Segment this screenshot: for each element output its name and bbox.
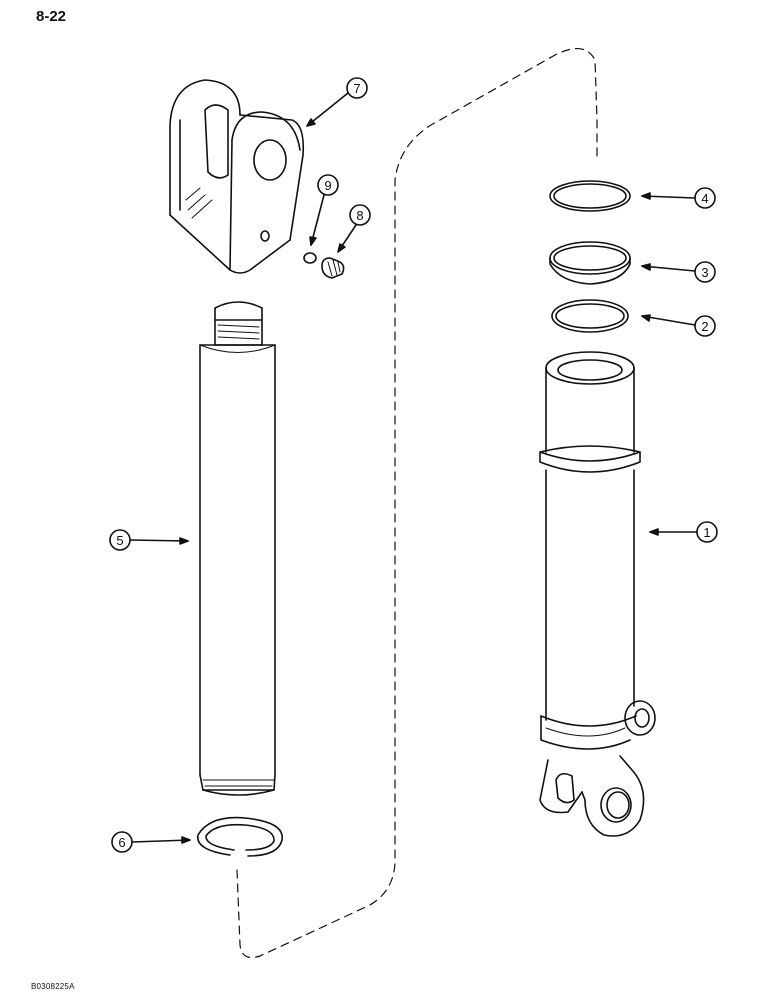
piston-rod-part	[199, 301, 276, 796]
callout-label: 3	[701, 265, 708, 280]
backup-ring-part	[549, 241, 631, 285]
o-ring-part	[549, 180, 631, 212]
callout-label: 6	[118, 835, 125, 850]
page-number: 8-22	[36, 8, 67, 25]
callout-7: 7	[306, 77, 368, 127]
cylinder-barrel-part	[539, 351, 656, 837]
callout-4: 4	[641, 187, 716, 209]
callout-label: 7	[353, 81, 360, 96]
callout-6: 6	[111, 831, 191, 853]
seal-ring-part	[551, 299, 629, 333]
ball-part	[303, 252, 317, 264]
callout-label: 9	[324, 178, 331, 193]
callout-2: 2	[641, 314, 716, 337]
figure-code: B0308225A	[31, 982, 75, 991]
set-screw-part	[321, 257, 345, 279]
assembly-path-line	[236, 48, 598, 959]
snap-ring-part	[197, 816, 283, 857]
callout-label: 2	[701, 319, 708, 334]
callout-9: 9	[309, 174, 339, 246]
callout-8: 8	[337, 204, 371, 253]
callout-label: 1	[703, 525, 710, 540]
callout-5: 5	[109, 529, 189, 551]
callout-3: 3	[641, 261, 716, 283]
callout-label: 8	[356, 208, 363, 223]
callout-label: 5	[116, 533, 123, 548]
callout-label: 4	[701, 191, 708, 206]
callout-1: 1	[649, 521, 718, 543]
clevis-yoke-part	[169, 79, 305, 274]
